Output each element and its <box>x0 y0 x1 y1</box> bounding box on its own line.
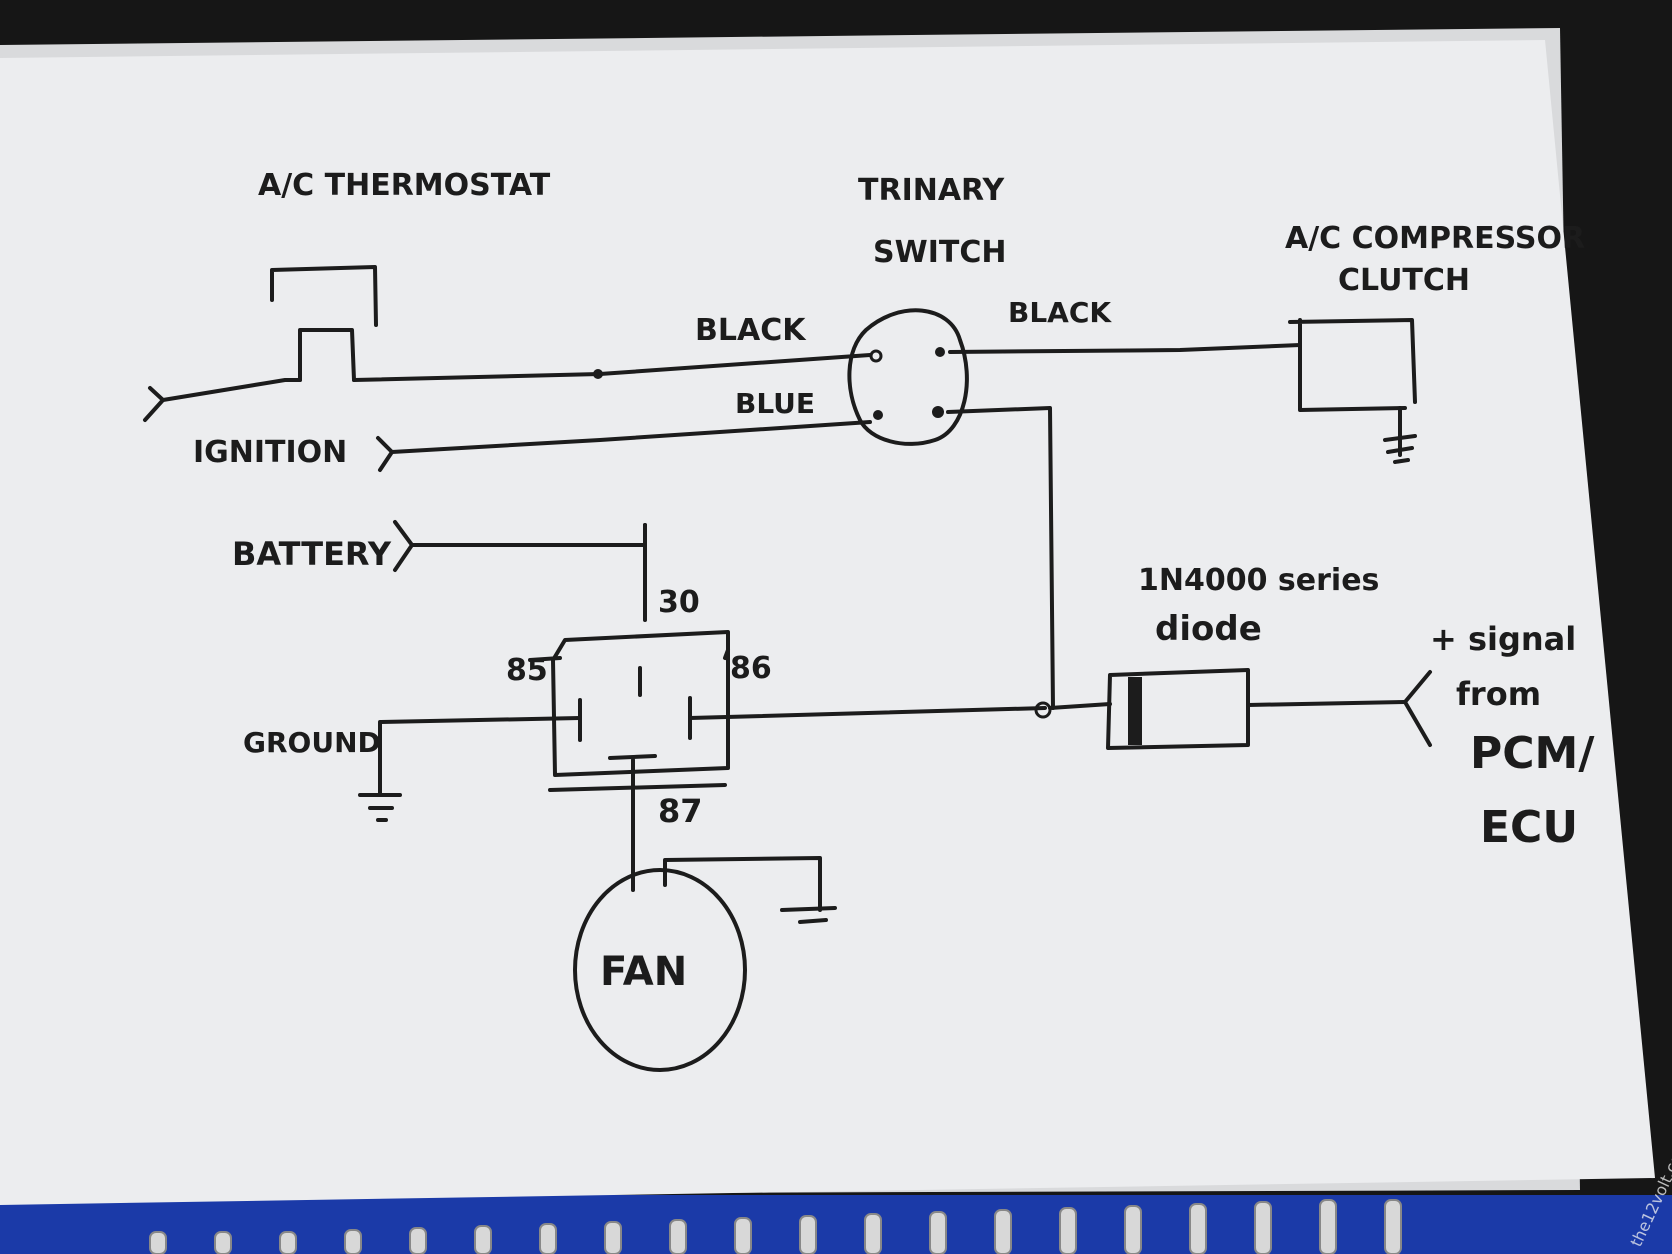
relay-ground-symbol <box>358 793 402 822</box>
binder-cover <box>0 1195 1672 1254</box>
wire-thermostat-input <box>161 378 302 402</box>
label-signal-line1: + signal <box>1430 620 1576 658</box>
label-compressor-line1: A/C COMPRESSOR <box>1285 221 1585 256</box>
wire-junction-to-diode <box>1048 702 1112 710</box>
label-battery: BATTERY <box>232 535 392 573</box>
wire-ground <box>378 716 582 797</box>
trinary-pin-4 <box>932 406 944 418</box>
binder-spiral <box>149 1199 1402 1254</box>
wire-diode-to-signal <box>1246 700 1407 707</box>
wire-black-trinary-compressor <box>948 343 1302 354</box>
relay-contact-87 <box>608 754 657 760</box>
label-wire-black-right: BLACK <box>1008 296 1112 329</box>
label-compressor-line2: CLUTCH <box>1338 263 1470 298</box>
label-trinary-line1: TRINARY <box>858 173 1006 208</box>
label-ground: GROUND <box>243 726 381 759</box>
fan-ground-symbol <box>780 906 837 924</box>
wire-junction-dot <box>593 369 603 379</box>
label-diode-line2: diode <box>1155 609 1262 649</box>
label-wire-blue: BLUE <box>735 387 815 420</box>
label-signal-line2: from <box>1456 675 1541 713</box>
fan-circle <box>573 868 747 1072</box>
trinary-switch-body <box>847 308 969 446</box>
label-thermostat: A/C THERMOSTAT <box>258 168 551 203</box>
paper-sheet <box>0 40 1655 1205</box>
diode-cathode-band <box>1128 677 1142 745</box>
trinary-pin-2 <box>935 347 945 357</box>
wire-trinary-to-junction <box>946 406 1055 710</box>
label-fan: FAN <box>600 949 687 995</box>
pin-86-lead <box>723 648 730 660</box>
label-ignition: IGNITION <box>193 435 347 470</box>
wire-blue-ignition-trinary <box>390 420 872 454</box>
wire-86-to-junction <box>688 706 1047 720</box>
label-pin-30: 30 <box>658 585 700 620</box>
label-pin-86: 86 <box>730 651 772 686</box>
relay-base-line <box>548 783 727 792</box>
trinary-pin-1 <box>869 349 883 363</box>
label-pin-87: 87 <box>658 792 703 830</box>
trinary-pin-3 <box>873 410 883 420</box>
label-signal-line3: PCM/ <box>1470 728 1595 779</box>
diode-body <box>1106 668 1250 750</box>
wire-fan-ground <box>663 856 822 912</box>
label-trinary-line2: SWITCH <box>873 235 1006 270</box>
label-pin-85: 85 <box>506 653 548 688</box>
compressor-ground-symbol <box>1383 406 1417 464</box>
pin-85-lead <box>528 656 562 662</box>
label-diode-line1: 1N4000 series <box>1138 563 1379 598</box>
label-signal-line4: ECU <box>1480 802 1578 853</box>
compressor-clutch-box <box>1288 318 1417 412</box>
thermostat-box <box>270 265 378 327</box>
thermostat-contacts <box>298 328 356 382</box>
label-wire-black-left: BLACK <box>695 313 807 348</box>
signal-connector <box>1403 670 1432 747</box>
